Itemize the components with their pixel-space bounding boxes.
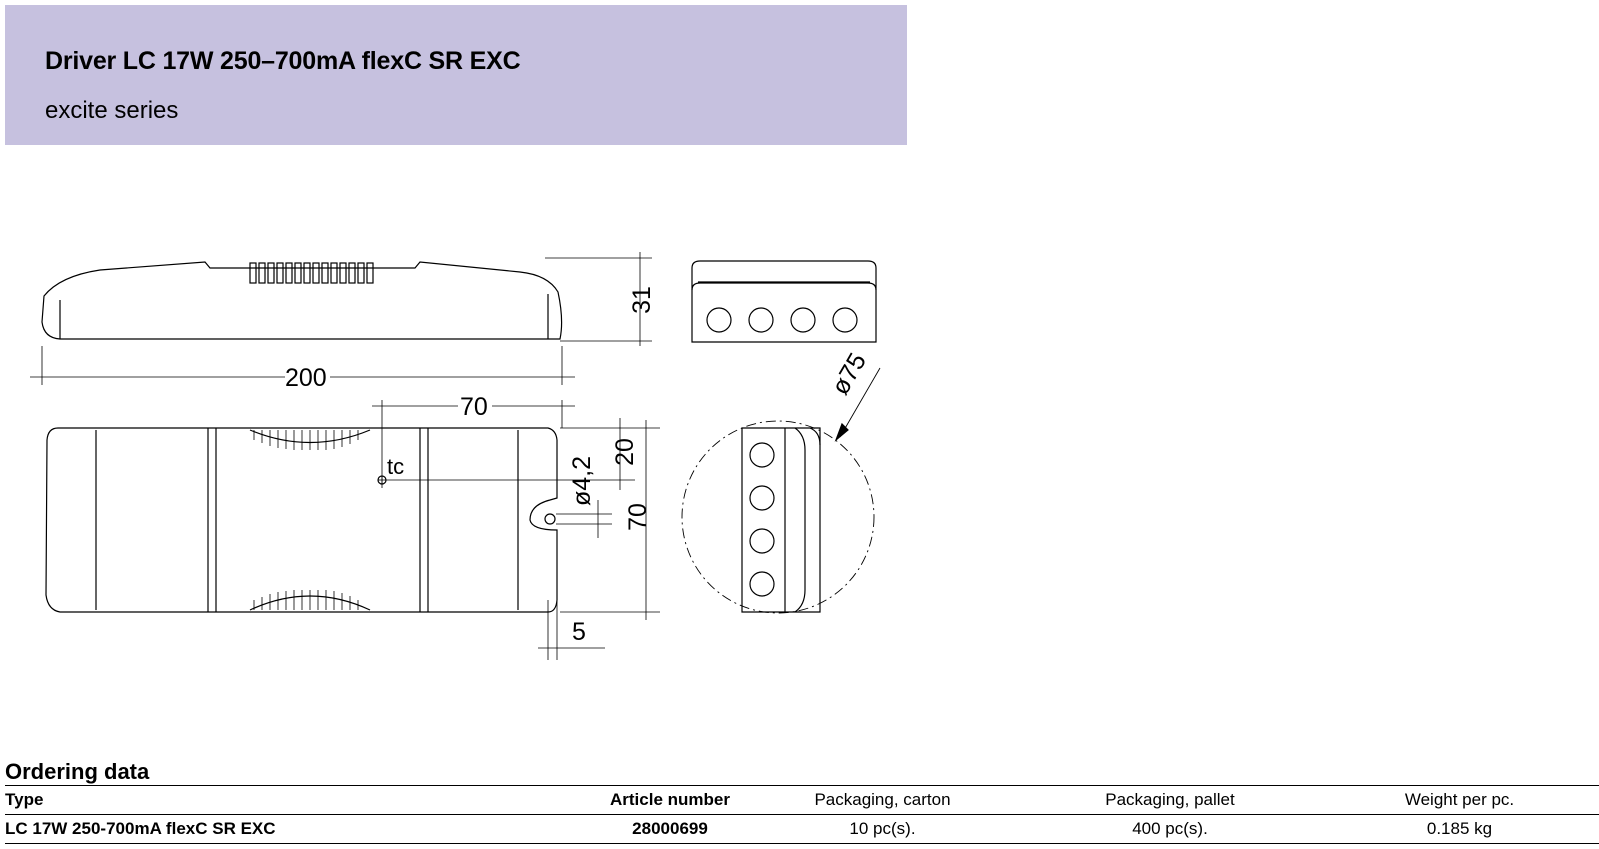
header-carton: Packaging, carton (814, 790, 951, 809)
cell-article: 28000699 (632, 819, 708, 838)
dim-width-label: 70 (624, 503, 652, 531)
product-series: excite series (45, 97, 179, 124)
cell-weight: 0.185 kg (1426, 819, 1493, 838)
dim-length-label: 200 (285, 364, 327, 392)
header-type: Type (5, 790, 44, 809)
dim-hole-label: ø4,2 (568, 456, 596, 506)
header-article: Article number (610, 790, 730, 809)
product-header: Driver LC 17W 250–700mA flexC SR EXC exc… (5, 5, 907, 145)
ordering-title: Ordering data (5, 759, 150, 784)
table-header-row: Type Article number Packaging, carton Pa… (5, 785, 1599, 815)
cell-carton: 10 pc(s). (849, 819, 916, 838)
cell-type: LC 17W 250-700mA flexC SR EXC (5, 819, 276, 838)
product-title: Driver LC 17W 250–700mA flexC SR EXC (45, 47, 521, 75)
side-view (30, 252, 652, 385)
dim-tc-offset-label: 70 (460, 393, 488, 421)
cell-pallet: 400 pc(s). (1132, 819, 1208, 838)
end-view (691, 260, 877, 343)
dimension-drawing: 200 31 70 20 70 ø4,2 5 ø75 tc (30, 252, 881, 660)
dim-tc-top-label: 20 (611, 438, 639, 466)
top-view (45, 400, 660, 660)
header-pallet: Packaging, pallet (1105, 790, 1235, 809)
dim-height-label: 31 (628, 286, 656, 314)
ordering-table: Type Article number Packaging, carton Pa… (5, 785, 1599, 844)
side-vents (249, 262, 374, 284)
tc-label: tc (387, 454, 404, 479)
header-weight: Weight per pc. (1404, 790, 1515, 809)
clamp-detail (681, 367, 881, 614)
dim-edge-label: 5 (572, 618, 586, 646)
dim-cable-label: ø75 (826, 348, 872, 399)
table-row: LC 17W 250-700mA flexC SR EXC 28000699 1… (5, 815, 1599, 844)
